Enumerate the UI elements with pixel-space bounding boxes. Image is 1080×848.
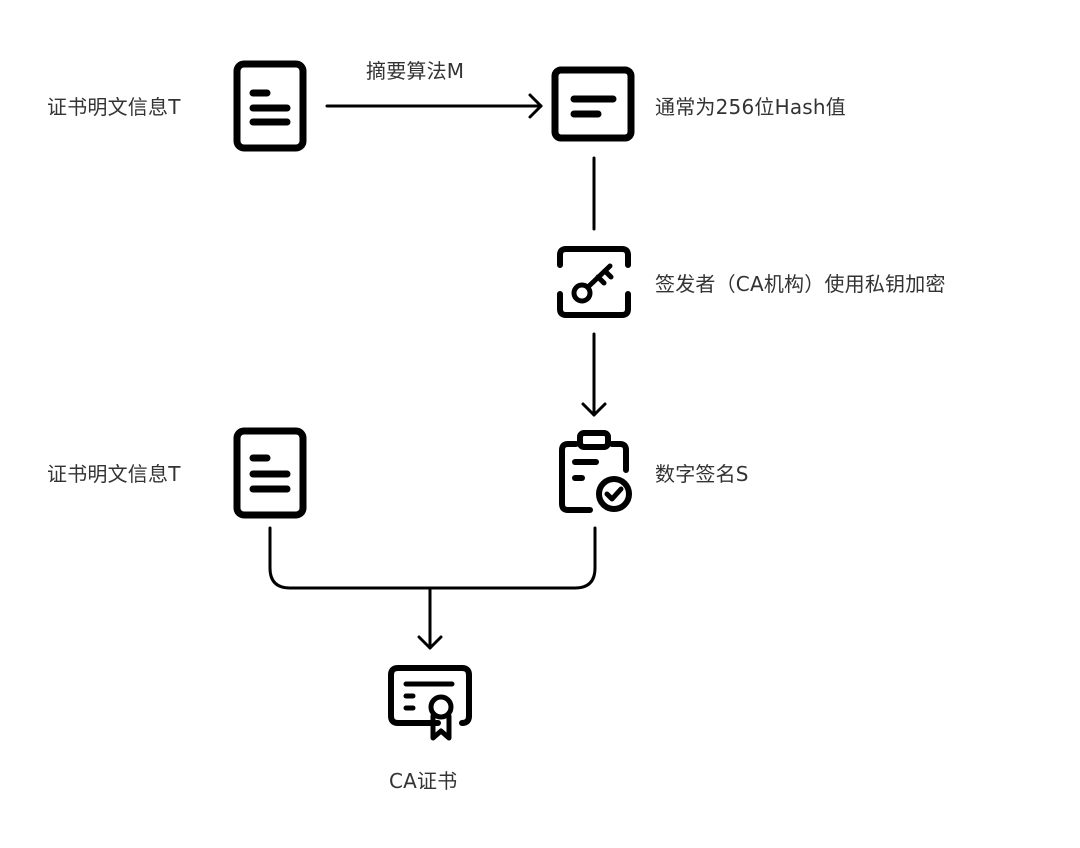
edge-label-digest-algorithm: 摘要算法M [366,59,465,83]
document-icon [233,427,307,519]
node-label-ca-certificate: CA证书 [389,769,458,793]
key-icon [557,246,631,318]
node-label-private-key-encrypt: 签发者（CA机构）使用私钥加密 [655,272,946,296]
edge-digest-arrow [325,93,543,119]
edge-key-to-signature [581,332,607,417]
node-label-digital-signature: 数字签名S [655,462,749,486]
node-label-plain-text-top: 证书明文信息T [47,95,181,119]
document-icon [233,60,307,152]
node-label-plain-text-bottom: 证书明文信息T [47,462,181,486]
certificate-icon [388,665,472,741]
edge-merge-to-cert [268,526,597,650]
node-label-hash-value: 通常为256位Hash值 [655,95,846,119]
hash-message-icon [551,66,635,142]
clipboard-check-icon [559,430,632,513]
